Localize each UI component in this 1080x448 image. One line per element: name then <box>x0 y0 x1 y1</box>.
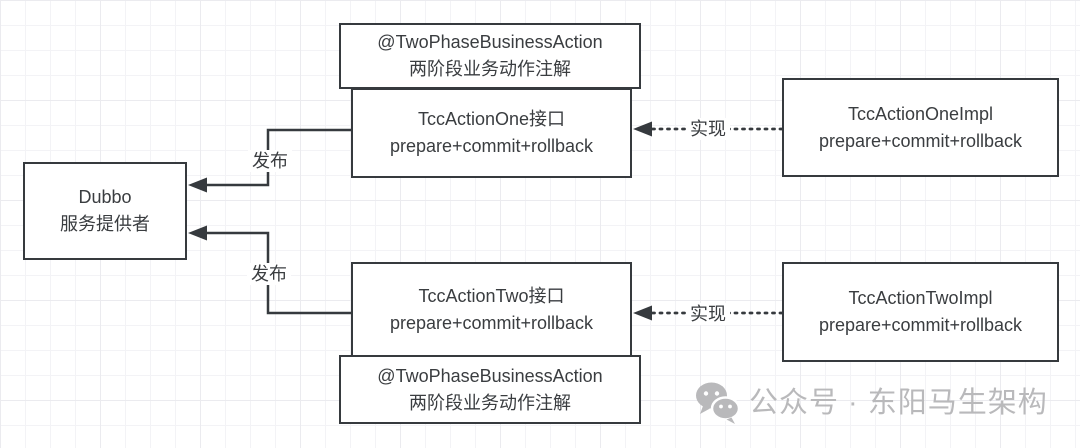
node-dubbo-provider: Dubbo 服务提供者 <box>23 162 187 260</box>
node-tcc-action-two-impl-line2: prepare+commit+rollback <box>818 315 1023 335</box>
edge-label-publish-top: 发布 <box>248 150 292 172</box>
wechat-icon <box>696 382 739 424</box>
watermark: 公众号 · 东阳马生架构 <box>695 381 1048 425</box>
watermark-text: 公众号 · 东阳马生架构 <box>749 387 1048 419</box>
node-tcc-action-two-impl: TccActionTwoImpl prepare+commit+rollback <box>782 262 1059 362</box>
node-tcc-action-two-interface: TccActionTwo接口 prepare+commit+rollback <box>351 262 632 358</box>
arrowhead-publish-top-icon <box>188 177 207 193</box>
edge-label-publish-bottom: 发布 <box>247 263 291 285</box>
edge-label-implement-top: 实现 <box>686 118 730 140</box>
node-tcc-action-two-interface-line2: prepare+commit+rollback <box>389 313 594 333</box>
node-tcc-action-one-interface-line1: TccActionOne接口 <box>417 109 566 129</box>
node-annotation-bottom-line1: @TwoPhaseBusinessAction <box>377 365 603 386</box>
node-annotation-bottom-line2: 两阶段业务动作注解 <box>409 392 571 413</box>
node-annotation-bottom: @TwoPhaseBusinessAction 两阶段业务动作注解 <box>339 355 641 424</box>
node-tcc-action-one-interface-line2: prepare+commit+rollback <box>389 136 594 156</box>
arrowhead-implement-bottom-icon <box>633 305 652 321</box>
node-dubbo-provider-line1: Dubbo <box>78 187 132 207</box>
node-dubbo-provider-line2: 服务提供者 <box>60 214 150 234</box>
node-annotation-top-line2: 两阶段业务动作注解 <box>409 59 571 79</box>
node-tcc-action-one-impl-line2: prepare+commit+rollback <box>818 130 1023 151</box>
node-tcc-action-one-impl-line1: TccActionOneImpl <box>847 103 994 124</box>
node-annotation-top-line1: @TwoPhaseBusinessAction <box>377 32 603 52</box>
arrowhead-implement-top-icon <box>633 121 652 137</box>
arrowhead-publish-bottom-icon <box>188 225 207 241</box>
node-annotation-top: @TwoPhaseBusinessAction 两阶段业务动作注解 <box>339 23 641 89</box>
node-tcc-action-two-impl-line1: TccActionTwoImpl <box>848 288 993 308</box>
node-tcc-action-one-impl: TccActionOneImpl prepare+commit+rollback <box>782 78 1059 177</box>
node-tcc-action-two-interface-line1: TccActionTwo接口 <box>418 286 565 306</box>
edge-label-implement-bottom: 实现 <box>686 303 730 325</box>
node-tcc-action-one-interface: TccActionOne接口 prepare+commit+rollback <box>351 88 632 178</box>
